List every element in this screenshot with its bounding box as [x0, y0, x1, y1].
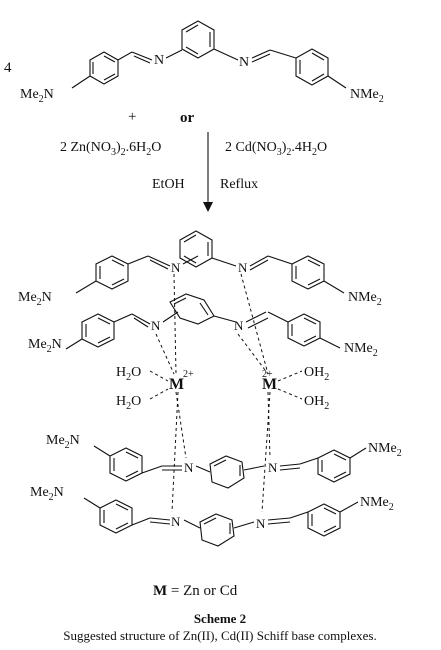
reagent-zn: 2 Zn(NO3)2.6H2O [60, 140, 161, 158]
complex-ligand-1: N N Me2N NMe2 [18, 230, 382, 308]
svg-text:NMe2: NMe2 [368, 441, 402, 459]
left-aryl-ring [89, 51, 119, 85]
ligand-top: 4 N N Me2N NMe2 [4, 20, 384, 105]
metal-center-right: M 2+ OH2 OH2 [262, 365, 329, 412]
svg-text:NMe2: NMe2 [360, 495, 394, 513]
nme2-label-right: NMe2 [350, 87, 384, 105]
condition-label: Reflux [220, 177, 258, 192]
svg-text:H2O: H2O [116, 394, 141, 412]
solvent-label: EtOH [152, 177, 185, 192]
svg-text:N: N [171, 260, 181, 275]
reaction-arrow-head [203, 202, 213, 212]
svg-text:N: N [151, 318, 161, 333]
svg-text:N: N [256, 516, 266, 531]
svg-text:NMe2: NMe2 [344, 341, 378, 359]
svg-text:OH2: OH2 [304, 365, 329, 383]
right-aryl-ring [295, 48, 329, 86]
complex-ligand-2: N N Me2N NMe2 [28, 293, 378, 359]
complex-ligand-3: N N Me2N NMe2 [46, 433, 402, 489]
svg-text:H2O: H2O [116, 365, 141, 383]
metal-label-right: M [262, 376, 277, 393]
reagent-cd: 2 Cd(NO3)2.4H2O [225, 140, 327, 158]
svg-text:Me2N: Me2N [30, 485, 64, 503]
central-ring-top [181, 20, 215, 59]
svg-text:N: N [184, 460, 194, 475]
nme2-label-left: Me2N [20, 87, 54, 105]
nme2-bond-left [71, 75, 91, 89]
svg-text:N: N [238, 260, 248, 275]
caption-text: Suggested structure of Zn(II), Cd(II) Sc… [63, 628, 376, 643]
metal-center-left: M 2+ H2O H2O [116, 365, 194, 412]
svg-text:Me2N: Me2N [18, 290, 52, 308]
svg-text:OH2: OH2 [304, 394, 329, 412]
svg-text:Me2N: Me2N [46, 433, 80, 451]
svg-text:Me2N: Me2N [28, 337, 62, 355]
metal-legend-text: M = Zn or Cd [153, 583, 238, 599]
nme2-bond-right [327, 75, 347, 89]
caption-title: Scheme 2 [194, 611, 246, 626]
svg-text:N: N [171, 514, 181, 529]
or-label: or [180, 110, 195, 126]
complex-ligand-4: N N Me2N NMe2 [30, 485, 394, 547]
svg-text:NMe2: NMe2 [348, 290, 382, 308]
coefficient-label: 4 [4, 60, 12, 76]
complex-structure: N N Me2N NMe2 [18, 230, 402, 547]
metal-label-left: M [169, 376, 184, 393]
charge-right: 2+ [262, 369, 273, 380]
charge-left: 2+ [183, 369, 194, 380]
coordination-bonds [155, 273, 271, 513]
metal-legend: M = Zn or Cd [153, 583, 238, 599]
svg-text:N: N [268, 460, 278, 475]
imine-n-left: N [154, 53, 164, 68]
plus-sign: + [128, 109, 136, 125]
svg-text:N: N [234, 318, 244, 333]
imine-n-right: N [239, 55, 249, 70]
reaction-conditions: + or 2 Zn(NO3)2.6H2O 2 Cd(NO3)2.4H2O EtO… [60, 109, 327, 212]
